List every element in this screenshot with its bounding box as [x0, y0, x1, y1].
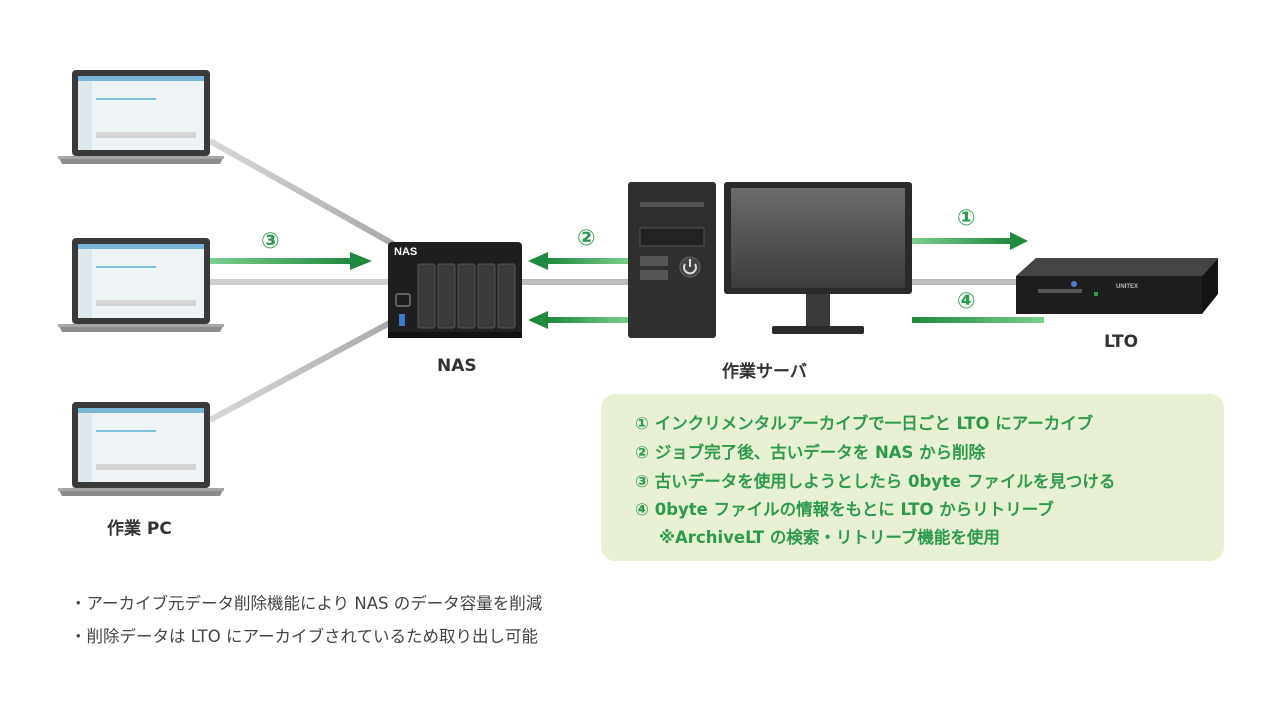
steps-legend-box: ① インクリメンタルアーカイブで一日ごと LTO にアーカイブ ② ジョブ完了後… — [601, 394, 1224, 561]
laptop-icon — [58, 70, 224, 164]
arrow-step-2b — [528, 311, 630, 329]
note-step-3: ③ 古いデータを使用しようとしたら 0byte ファイルを見つける — [635, 472, 1116, 491]
note-step-2: ② ジョブ完了後、古いデータを NAS から削除 — [635, 443, 986, 462]
step-number-4: ④ — [957, 289, 976, 314]
step-number-3: ③ — [261, 229, 280, 254]
connection-lines — [208, 138, 1018, 423]
lto-drive-icon: UNITEX — [1016, 258, 1218, 314]
line-pc1-nas — [208, 138, 397, 248]
nas-label: NAS — [437, 356, 477, 376]
note-archivelt: ※ArchiveLT の検索・リトリーブ機能を使用 — [659, 528, 1000, 547]
lto-brand-text: UNITEX — [1116, 284, 1138, 290]
server-tower-icon — [628, 182, 716, 338]
arrow-step-2 — [528, 252, 630, 270]
monitor-icon — [724, 182, 912, 334]
bullet-item-2: ・削除データは LTO にアーカイブされているため取り出し可能 — [70, 627, 538, 646]
nas-device-text: NAS — [394, 246, 417, 258]
line-pc3-nas — [208, 317, 397, 423]
laptop-icon — [58, 402, 224, 496]
note-step-4: ④ 0byte ファイルの情報をもとに LTO からリトリーブ — [635, 500, 1054, 519]
note-step-1: ① インクリメンタルアーカイブで一日ごと LTO にアーカイブ — [635, 414, 1094, 433]
server-label: 作業サーバ — [722, 362, 807, 382]
laptop-icon — [58, 238, 224, 332]
step-number-1: ① — [957, 206, 976, 231]
step-number-2: ② — [577, 226, 596, 251]
pc-label: 作業 PC — [107, 519, 172, 539]
bullet-item-1: ・アーカイブ元データ削除機能により NAS のデータ容量を削減 — [70, 594, 543, 613]
nas-icon: NAS — [388, 242, 522, 338]
arrow-step-4 — [912, 317, 1044, 323]
arrow-step-1 — [912, 232, 1028, 250]
lto-label: LTO — [1104, 332, 1139, 352]
arrow-step-3 — [210, 252, 372, 270]
